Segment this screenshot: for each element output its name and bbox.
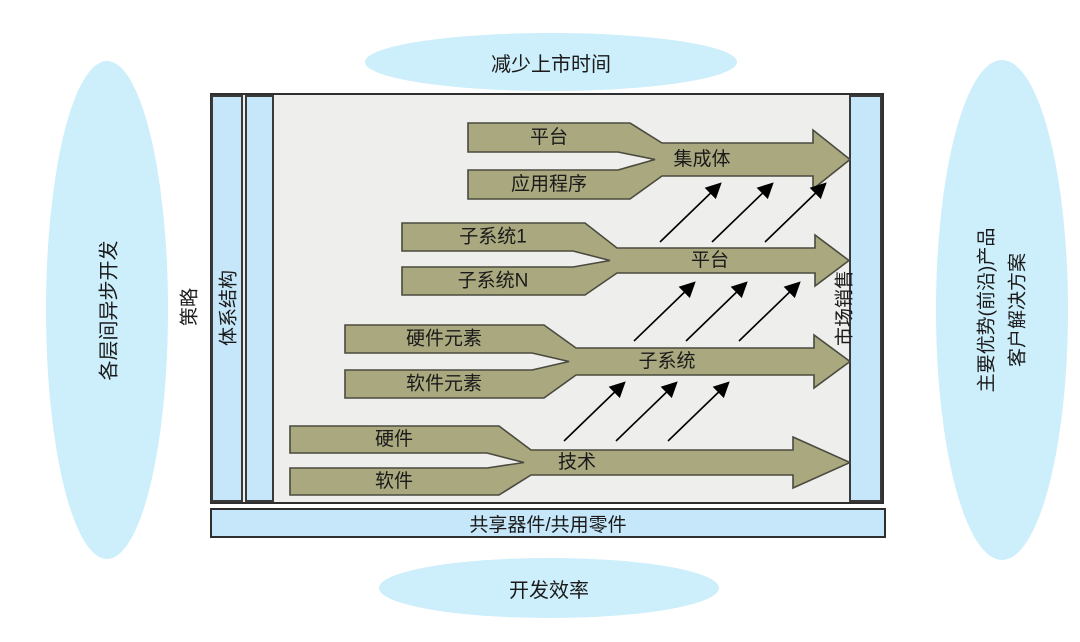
feedup-arrows-tech-to-subsystem xyxy=(563,381,730,442)
market-strip xyxy=(849,95,882,502)
benefit-left-label: 各层间异步开发 xyxy=(98,240,121,380)
benefit-top-label: 减少上市时间 xyxy=(491,53,611,76)
benefit-ellipse-left: 各层间异步开发 xyxy=(46,61,168,559)
feedup-arrows-subsystem-to-platform xyxy=(633,281,801,342)
benefit-right-label: 主要优势(前沿)产品 客户解决方案 xyxy=(971,228,1033,393)
architecture-label: 体系结构 xyxy=(218,269,240,347)
layer4-input2-label: 软件 xyxy=(375,470,413,492)
layer3-input1-label: 硬件元素 xyxy=(406,328,482,350)
shared-parts-label: 共享器件/共用零件 xyxy=(469,514,627,536)
layer1-input1-label: 平台 xyxy=(530,126,568,148)
fork-arrow-integration xyxy=(467,122,851,200)
benefit-right-line2: 客户解决方案 xyxy=(1007,253,1028,368)
layer4-input1-label: 硬件 xyxy=(375,428,413,450)
shared-parts-bar: 共享器件/共用零件 xyxy=(210,508,886,538)
layer4-output-label: 技术 xyxy=(558,451,596,473)
benefit-ellipse-top: 减少上市时间 xyxy=(365,33,737,91)
fork-arrow-subsystem xyxy=(344,324,851,399)
architecture-strip xyxy=(211,95,243,502)
benefit-right-line1: 主要优势(前沿)产品 xyxy=(976,227,997,393)
benefit-ellipse-right: 主要优势(前沿)产品 客户解决方案 xyxy=(936,60,1068,560)
layer3-input2-label: 软件元素 xyxy=(406,373,482,395)
fork-arrow-technology xyxy=(289,425,851,496)
layered-fork-arrows: 平台 应用程序 集成体 子系统1 子系统N 平台 硬件元素 软件元素 子系统 硬… xyxy=(289,122,851,496)
layer1-output-label: 集成体 xyxy=(673,148,730,170)
layer2-input2-label: 子系统N xyxy=(458,270,529,292)
benefit-bottom-label: 开发效率 xyxy=(509,579,589,602)
layer2-input1-label: 子系统1 xyxy=(459,226,527,248)
layer1-input2-label: 应用程序 xyxy=(511,173,587,195)
inner-strip xyxy=(245,95,274,502)
layer3-output-label: 子系统 xyxy=(638,350,695,372)
feedup-arrows-platform-to-integration xyxy=(659,182,827,243)
layer2-output-label: 平台 xyxy=(691,249,729,271)
strategy-label: 策略 xyxy=(179,287,201,327)
benefit-ellipse-bottom: 开发效率 xyxy=(379,558,719,618)
fork-arrow-platform xyxy=(401,222,851,296)
